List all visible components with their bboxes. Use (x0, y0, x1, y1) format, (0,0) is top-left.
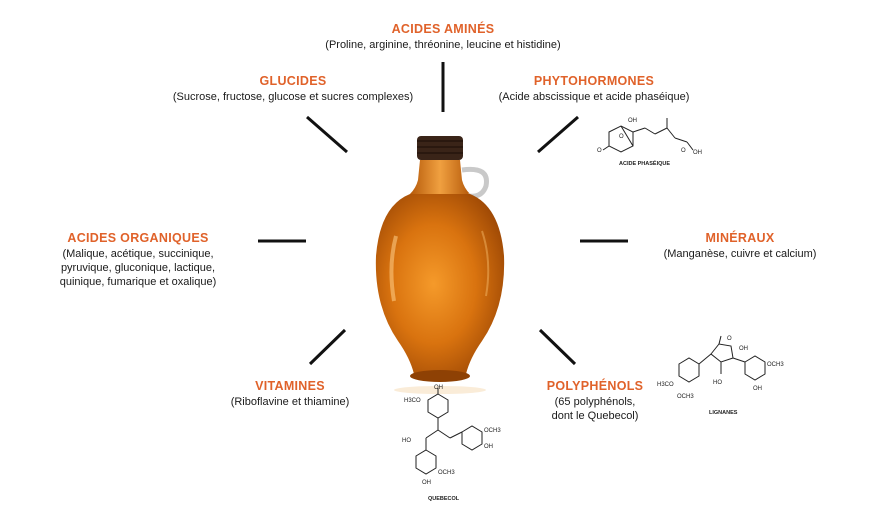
minerals-detail: (Manganèse, cuivre et calcium) (663, 248, 817, 260)
phaseic-acid-label: ACIDE PHASÉIQUE (619, 159, 670, 167)
quebecol-och3-bottom: OCH3 (438, 470, 455, 476)
quebecol-ho: HO (402, 438, 411, 444)
connector-lower-right (538, 328, 577, 366)
sugars-detail: (Sucrose, fructose, glucose et sucres co… (172, 91, 414, 103)
bottle-neck (410, 160, 470, 194)
phaseic-acid-structure: OH O O O OH ACIDE PHASÉIQUE (597, 118, 702, 167)
connector-lower-left (308, 328, 347, 366)
bottle-base (410, 370, 470, 382)
lignanes-structure: O OH H3CO OCH3 HO OCH3 OH LIGNANES (657, 335, 784, 416)
lignanes-h3co: H3CO (657, 382, 674, 388)
polyphenols-block: POLYPHÉNOLS (65 polyphénols, dont le Que… (525, 379, 665, 423)
phytohormones-block: PHYTOHORMONES (Acide abscissique et acid… (464, 74, 724, 104)
quebecol-och3-right: OCH3 (484, 428, 501, 434)
connector-upper-right (537, 115, 579, 154)
phaseic-o2-label: O (597, 148, 602, 154)
vitamins-detail: (Riboflavine et thiamine) (230, 396, 350, 408)
quebecol-h3co: H3CO (404, 398, 421, 404)
lignanes-och3: OCH3 (677, 394, 694, 400)
phaseic-o3-label: O (681, 148, 686, 154)
organic-acids-detail: (Malique, acétique, succinique, pyruviqu… (59, 248, 217, 288)
lignanes-oh-top: OH (739, 346, 748, 352)
phytohormones-detail: (Acide abscissique et acide phaséique) (498, 91, 690, 103)
minerals-title: MINÉRAUX (705, 231, 775, 245)
lignanes-o: O (727, 336, 732, 342)
lignanes-och3-right: OCH3 (767, 362, 784, 368)
amino-acids-block: ACIDES AMINÉS (Proline, arginine, thréon… (283, 22, 603, 52)
sugars-block: GLUCIDES (Sucrose, fructose, glucose et … (128, 74, 458, 104)
quebecol-label: QUEBECOL (428, 496, 460, 502)
quebecol-oh-bottom: OH (422, 480, 431, 486)
polyphenols-detail: (65 polyphénols, dont le Quebecol) (551, 396, 639, 422)
phaseic-o1-label: O (619, 134, 624, 140)
organic-acids-title: ACIDES ORGANIQUES (67, 231, 209, 245)
lignanes-ho: HO (713, 380, 722, 386)
polyphenols-title: POLYPHÉNOLS (546, 379, 644, 393)
connector-upper-left (306, 115, 348, 154)
vitamins-block: VITAMINES (Riboflavine et thiamine) (210, 379, 370, 409)
maple-syrup-bottle-image (375, 136, 505, 394)
quebecol-oh-top: OH (434, 385, 443, 391)
bottle-handle (461, 166, 489, 199)
lignanes-oh-right: OH (753, 386, 762, 392)
bottle-body (375, 194, 505, 374)
quebecol-structure: OH H3CO HO OCH3 OH OCH3 OH QUEBECOL (402, 385, 501, 502)
quebecol-oh-right: OH (484, 444, 493, 450)
minerals-block: MINÉRAUX (Manganèse, cuivre et calcium) (640, 231, 840, 261)
lignanes-label: LIGNANES (709, 410, 738, 416)
phaseic-oh-label: OH (628, 118, 637, 124)
phytohormones-title: PHYTOHORMONES (533, 74, 655, 88)
sugars-title: GLUCIDES (259, 74, 327, 88)
vitamins-title: VITAMINES (255, 379, 325, 393)
amino-acids-title: ACIDES AMINÉS (391, 22, 495, 36)
organic-acids-block: ACIDES ORGANIQUES (Malique, acétique, su… (30, 231, 246, 289)
amino-acids-detail: (Proline, arginine, thréonine, leucine e… (325, 39, 561, 51)
phaseic-oh2-label: OH (693, 150, 702, 156)
